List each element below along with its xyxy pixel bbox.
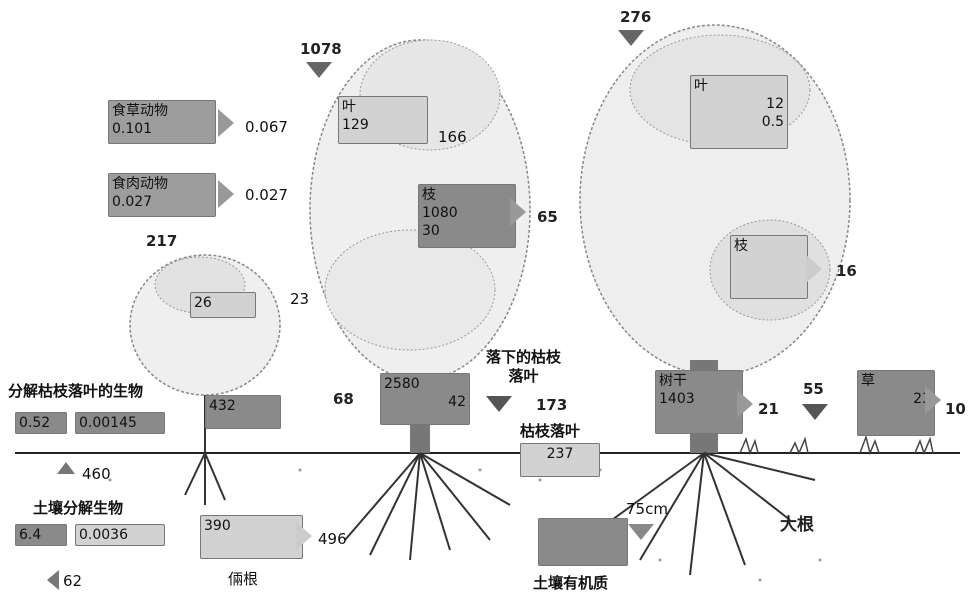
- fine-roots-out-arrow-icon: [296, 522, 312, 550]
- carnivore-value: 0.027: [112, 193, 212, 211]
- litter-decomposers-val1: 0.52: [15, 412, 67, 434]
- big-tree-branch-box: 枝: [730, 235, 808, 299]
- middle-tree-leaf-box: 叶 129: [338, 96, 428, 144]
- big-tree-branch-out: 16: [836, 262, 857, 280]
- shrub-leaf-value: 26: [190, 292, 256, 318]
- shrub-stem-value: 432: [205, 395, 281, 429]
- middle-tree-branch-sub: 30: [422, 222, 512, 240]
- middle-tree-leaf-value: 129: [342, 116, 424, 134]
- carnivore-label: 食肉动物: [112, 175, 212, 193]
- big-tree-trunk-arrow-icon: [737, 390, 753, 418]
- big-tree-root-label: 大根: [780, 510, 814, 535]
- fallen-litter-label: 落下的枯枝 落叶: [486, 348, 561, 386]
- soil-organic-box: [538, 518, 628, 566]
- soil-decomposers-label: 土壤分解生物: [33, 497, 123, 518]
- grass-out-arrow-icon: [925, 386, 941, 414]
- big-tree-leaf-box: 叶 12 0.5: [690, 75, 788, 149]
- big-tree-input-arrow-icon: [618, 30, 644, 46]
- litter-value: 237: [520, 443, 600, 477]
- herbivore-label: 食草动物: [112, 102, 212, 120]
- litter-label: 枯枝落叶: [520, 420, 580, 441]
- fine-roots-value: 390: [200, 515, 303, 559]
- big-tree-trunk-label: 树干: [659, 372, 739, 390]
- middle-tree-input-arrow-icon: [306, 62, 332, 78]
- middle-tree-input: 1078: [300, 40, 342, 58]
- herbivore-value: 0.101: [112, 120, 212, 138]
- middle-tree-trunk-sub: 42: [384, 393, 466, 411]
- grass-input: 55: [803, 380, 824, 398]
- shrub-leaf-out: 23: [290, 290, 309, 308]
- herbivore-box: 食草动物 0.101: [108, 100, 216, 144]
- big-tree-trunk-box: 树干 1403: [655, 370, 743, 434]
- middle-tree-branch-box: 枝 1080 30: [418, 184, 516, 248]
- soil-decomposers-in: 460: [82, 465, 111, 483]
- soil-depth: 75cm: [626, 500, 668, 518]
- grass-box: 草 23: [857, 370, 935, 436]
- middle-tree-leaf-out: 166: [438, 128, 467, 146]
- fine-roots-out: 496: [318, 530, 347, 548]
- middle-tree-branch-arrow-icon: [510, 198, 526, 226]
- fallen-litter-value: 173: [536, 396, 567, 414]
- middle-tree-leaf-label: 叶: [342, 98, 424, 116]
- herbivore-out-arrow-icon: [218, 109, 234, 137]
- litter-decomposers-val2: 0.00145: [75, 412, 165, 434]
- grass-illustration: [740, 437, 933, 453]
- middle-tree-branch-out: 65: [537, 208, 558, 226]
- big-tree-trunk-value: 1403: [659, 390, 739, 408]
- middle-tree-branch-value: 1080: [422, 204, 512, 222]
- soil-organic-label: 土壤有机质: [533, 572, 608, 593]
- middle-tree-trunk-side: 68: [333, 390, 354, 408]
- soil-depth-arrow-icon: [628, 524, 654, 540]
- middle-tree-trunk-box: 2580 42: [380, 373, 470, 425]
- shrub-input: 217: [146, 232, 177, 250]
- soil-decomposers-val1: 6.4: [15, 524, 67, 546]
- grass-value: 23: [861, 390, 931, 408]
- big-tree-trunk-out: 21: [758, 400, 779, 418]
- fallen-litter-arrow-icon: [486, 396, 512, 412]
- grass-out: 10: [945, 400, 966, 418]
- big-tree-branch-label: 枝: [734, 237, 804, 255]
- big-tree-leaf-label: 叶: [694, 77, 784, 95]
- soil-decomposers-out: 62: [63, 572, 82, 590]
- big-tree-leaf-value: 12: [694, 95, 784, 113]
- soil-in-arrow-icon: [57, 462, 75, 474]
- middle-tree-branch-label: 枝: [422, 186, 512, 204]
- litter-decomposers-label: 分解枯枝落叶的生物: [8, 380, 143, 401]
- middle-tree-trunk-value: 2580: [384, 375, 466, 393]
- fine-roots-label: 倆根: [228, 568, 258, 589]
- big-tree-leaf-sub: 0.5: [694, 113, 784, 131]
- soil-out-arrow-icon: [47, 570, 59, 590]
- big-tree-input: 276: [620, 8, 651, 26]
- soil-decomposers-val2: 0.0036: [75, 524, 165, 546]
- herbivore-out: 0.067: [245, 118, 288, 136]
- grass-label: 草: [861, 372, 931, 390]
- carnivore-box: 食肉动物 0.027: [108, 173, 216, 217]
- big-tree-branch-arrow-icon: [806, 255, 822, 283]
- carnivore-out: 0.027: [245, 186, 288, 204]
- grass-input-arrow-icon: [802, 404, 828, 420]
- carnivore-out-arrow-icon: [218, 180, 234, 208]
